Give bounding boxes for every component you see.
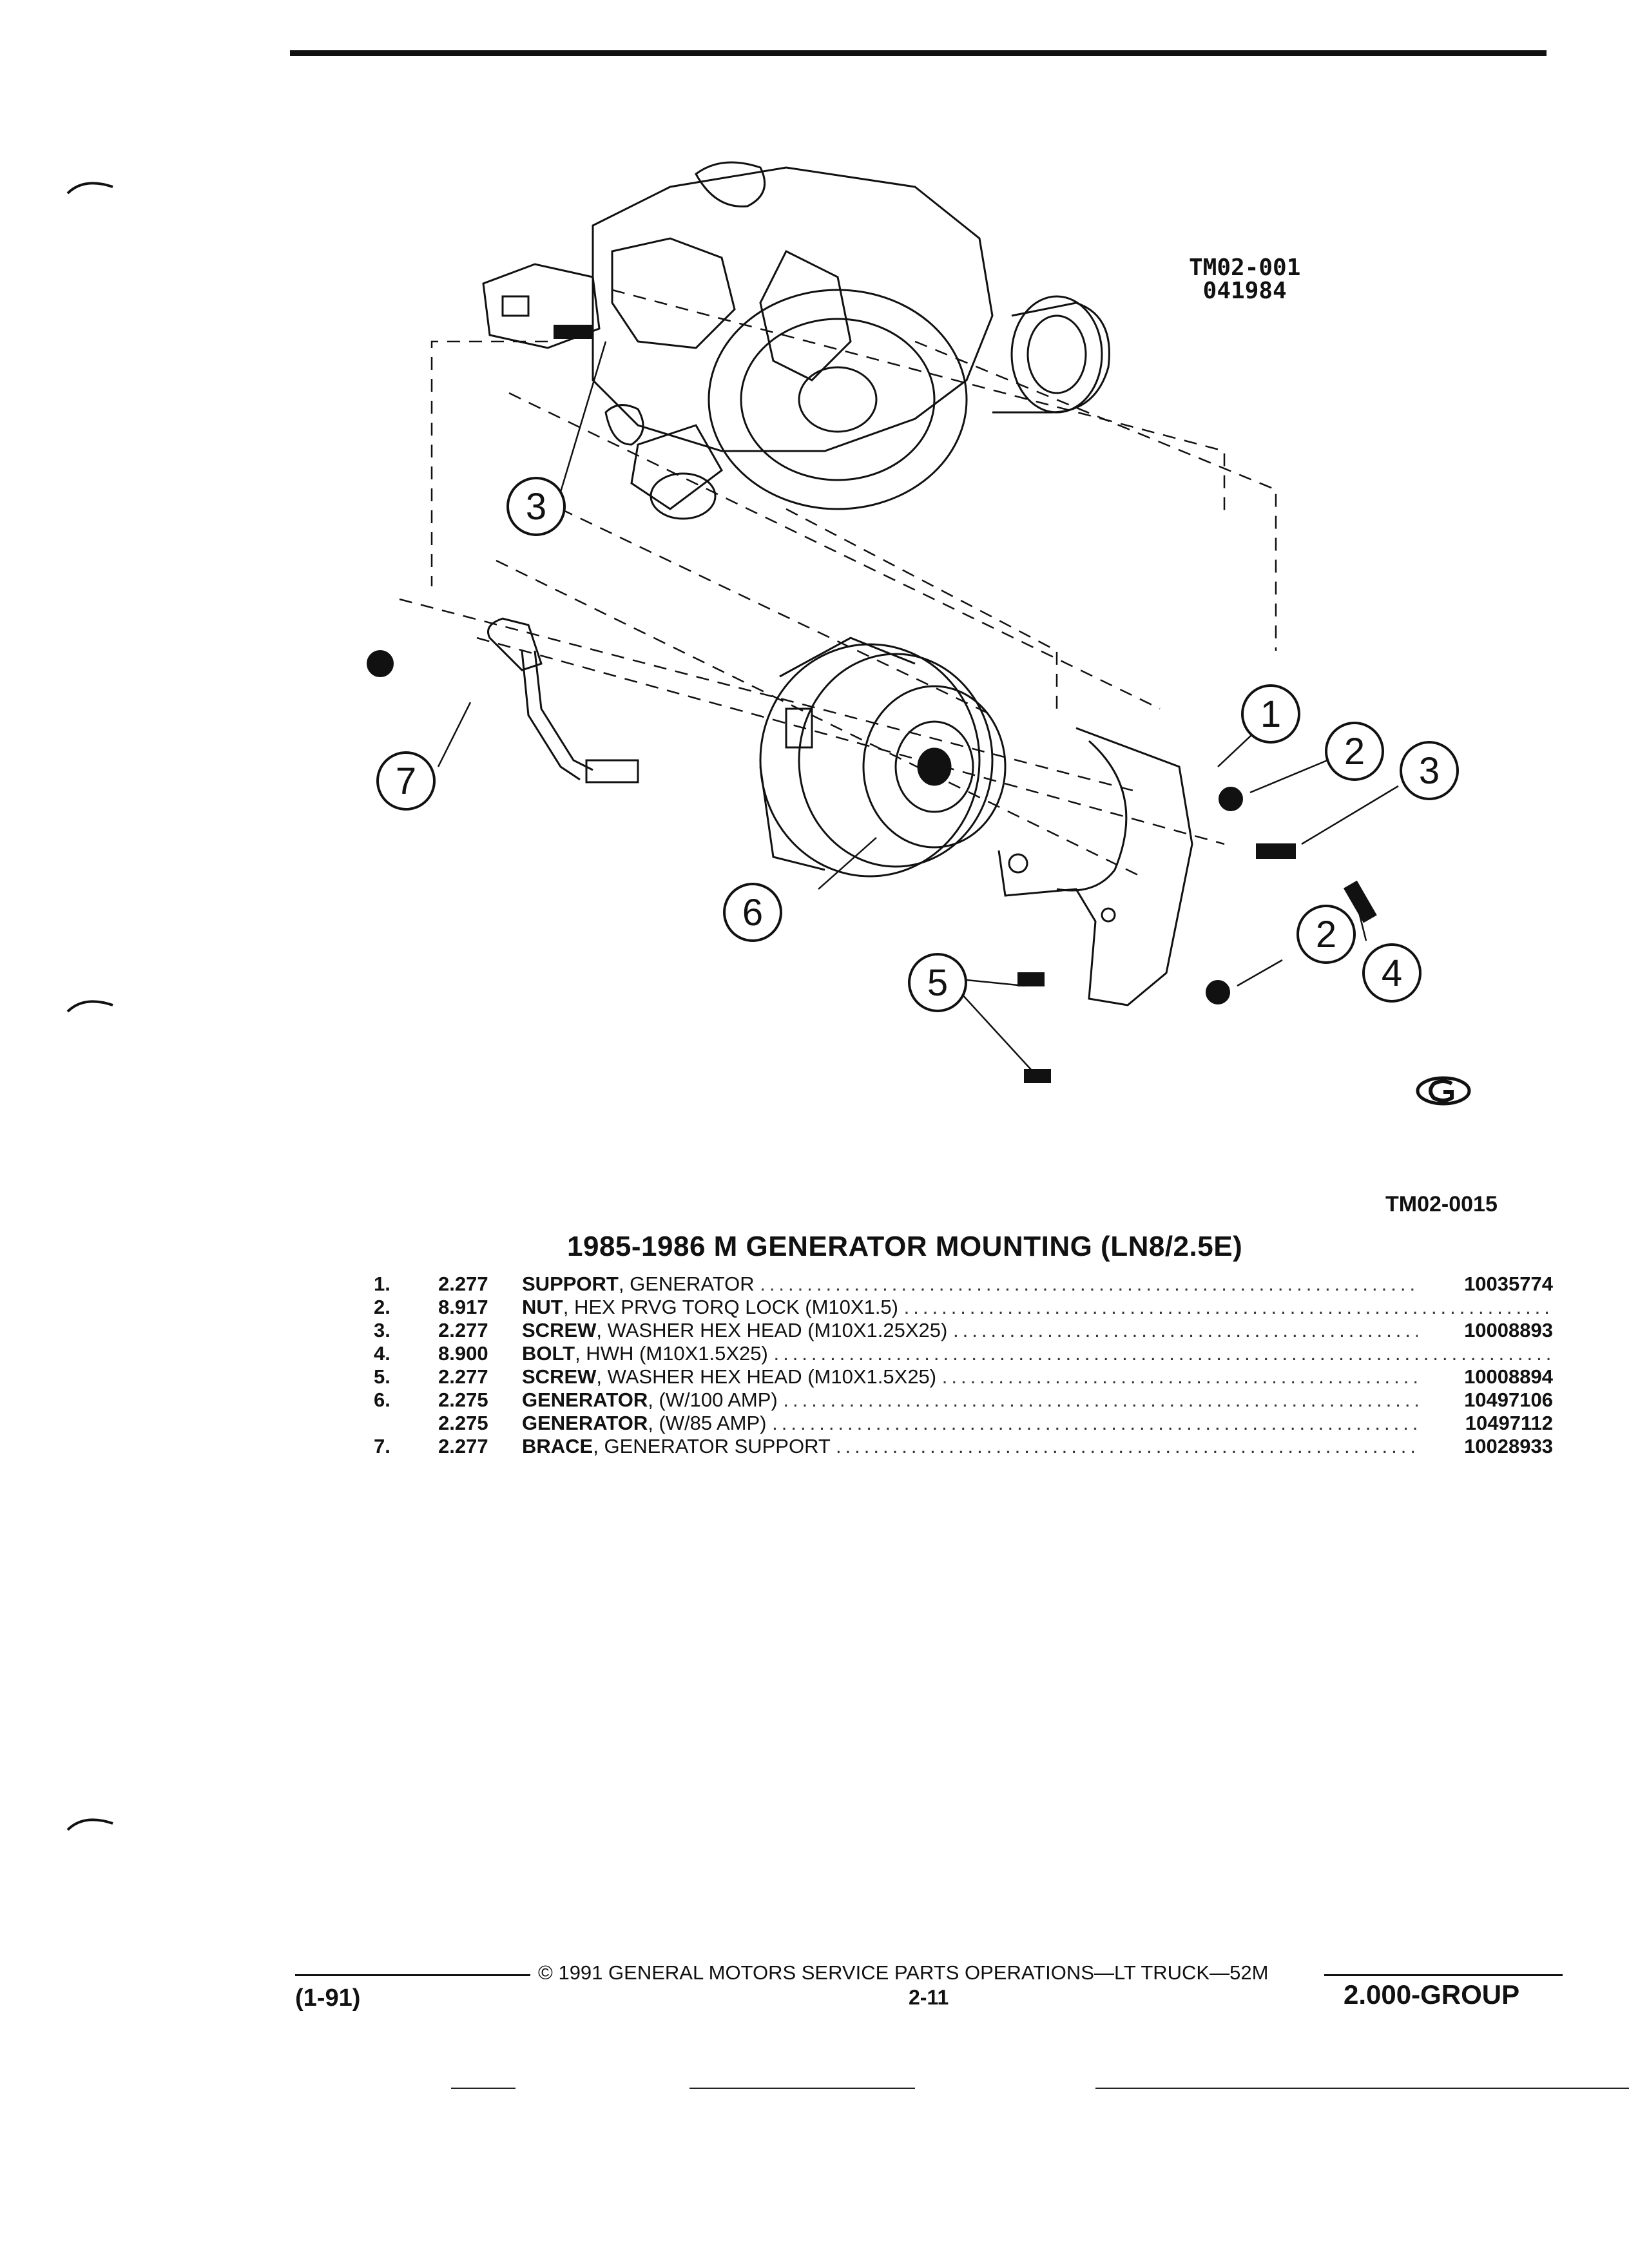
bottom-rule — [1095, 2088, 1629, 2089]
section-title: 1985-1986 M GENERATOR MOUNTING (LN8/2.5E… — [567, 1231, 1243, 1262]
exploded-view-drawing: 1 2 3 3 2 4 5 6 7 — [367, 161, 1459, 1083]
generator-part — [759, 637, 1007, 878]
screw-3-upper — [1256, 843, 1296, 859]
part-detail: , HWH (M10X1.5X25) — [575, 1342, 768, 1365]
part-detail: , HEX PRVG TORQ LOCK (M10X1.5) — [563, 1296, 898, 1318]
margin-mark — [66, 182, 113, 195]
part-detail: , WASHER HEX HEAD (M10X1.5X25) — [596, 1365, 937, 1388]
item-number: 1. — [374, 1273, 390, 1295]
part-row: 4. 8.900 BOLT, HWH (M10X1.5X25) ........… — [374, 1342, 1553, 1365]
generator-mounting-diagram: 1 2 3 3 2 4 5 6 7 — [335, 148, 1482, 1128]
part-number: 10008894 — [1418, 1365, 1553, 1389]
part-detail: , (W/100 AMP) — [648, 1389, 778, 1411]
page-number: 2-11 — [909, 1986, 949, 2009]
callout-4: 4 — [1382, 952, 1402, 994]
part-name: BOLT — [522, 1342, 575, 1365]
callout-5: 5 — [927, 962, 948, 1004]
part-row: 3. 2.277 SCREW, WASHER HEX HEAD (M10X1.2… — [374, 1319, 1553, 1342]
part-detail: , GENERATOR — [618, 1273, 755, 1295]
group-code: 2.275 — [438, 1412, 488, 1434]
part-number: 10497106 — [1418, 1389, 1553, 1412]
part-name: GENERATOR — [522, 1412, 648, 1434]
margin-mark — [66, 1000, 113, 1013]
part-description: BRACE, GENERATOR SUPPORT ...............… — [522, 1435, 1553, 1457]
part-number: 10028933 — [1418, 1435, 1553, 1458]
part-name: NUT — [522, 1296, 563, 1318]
callout-2-upper: 2 — [1344, 731, 1365, 773]
item-number: 4. — [374, 1342, 390, 1365]
screw-5-a — [1017, 972, 1045, 986]
item-number: 7. — [374, 1435, 390, 1457]
generator-brace — [487, 617, 639, 783]
item-number: 5. — [374, 1365, 390, 1388]
part-description: NUT, HEX PRVG TORQ LOCK (M10X1.5) ......… — [522, 1296, 1553, 1318]
item-number: 3. — [374, 1319, 390, 1341]
callout-3-right: 3 — [1419, 750, 1440, 792]
parts-list: 1. 2.277 SUPPORT, GENERATOR ............… — [374, 1273, 1553, 1458]
footer-rule-left — [295, 1974, 530, 1976]
part-description: GENERATOR, (W/100 AMP) .................… — [522, 1389, 1553, 1411]
bolt-4 — [1343, 880, 1377, 923]
part-name: SCREW — [522, 1319, 597, 1341]
water-pump-pulley — [708, 289, 968, 510]
part-row: 2. 8.917 NUT, HEX PRVG TORQ LOCK (M10X1.… — [374, 1296, 1553, 1319]
part-detail: , (W/85 AMP) — [648, 1412, 767, 1434]
part-row: 2.275 GENERATOR, (W/85 AMP) ............… — [374, 1412, 1553, 1435]
part-row: 1. 2.277 SUPPORT, GENERATOR ............… — [374, 1273, 1553, 1296]
part-description: BOLT, HWH (M10X1.5X25) .................… — [522, 1342, 1553, 1365]
group-code: 2.277 — [438, 1365, 488, 1388]
gm-logo-icon — [1416, 1076, 1471, 1106]
part-description: SCREW, WASHER HEX HEAD (M10X1.5X25) ....… — [522, 1365, 1553, 1388]
part-description: SCREW, WASHER HEX HEAD (M10X1.25X25) ...… — [522, 1319, 1553, 1341]
top-rule — [290, 50, 1547, 56]
diagram-ref-code-line-2: 041984 — [1202, 278, 1287, 304]
item-number: 2. — [374, 1296, 390, 1318]
callout-2-lower: 2 — [1316, 914, 1336, 956]
generator-support-bracket — [998, 727, 1193, 1006]
part-name: BRACE — [522, 1435, 593, 1457]
group-code: 8.917 — [438, 1296, 488, 1318]
bottom-rule — [689, 2088, 915, 2089]
group-label: 2.000-GROUP — [1344, 1979, 1520, 2010]
group-code: 2.277 — [438, 1319, 488, 1341]
engine-block — [592, 166, 994, 452]
footer-rule-right — [1324, 1974, 1563, 1976]
nut-2-lower — [1206, 980, 1230, 1004]
diagram-ref-code: TM02-001 041984 — [1189, 256, 1300, 303]
part-number: 10497112 — [1418, 1412, 1553, 1435]
margin-mark — [66, 1818, 113, 1831]
item-number: 6. — [374, 1389, 390, 1411]
group-code: 2.277 — [438, 1435, 488, 1457]
copyright-notice: © 1991 GENERAL MOTORS SERVICE PARTS OPER… — [538, 1961, 1269, 1984]
part-row: 5. 2.277 SCREW, WASHER HEX HEAD (M10X1.5… — [374, 1365, 1553, 1389]
part-name: SCREW — [522, 1365, 597, 1388]
part-number: 10035774 — [1418, 1273, 1553, 1296]
part-description: SUPPORT, GENERATOR .....................… — [522, 1273, 1553, 1295]
group-code: 2.275 — [438, 1389, 488, 1411]
diagram-ref-code-line-1: TM02-001 — [1189, 255, 1301, 281]
part-detail: , GENERATOR SUPPORT — [593, 1435, 831, 1457]
callout-6: 6 — [742, 892, 763, 934]
part-number: 10008893 — [1418, 1319, 1553, 1342]
nut-left — [367, 650, 394, 677]
part-row: 6. 2.275 GENERATOR, (W/100 AMP) ........… — [374, 1389, 1553, 1412]
bottom-rule — [451, 2088, 516, 2089]
part-description: GENERATOR, (W/85 AMP) ..................… — [522, 1412, 1553, 1434]
callout-3-left: 3 — [526, 486, 546, 528]
part-detail: , WASHER HEX HEAD (M10X1.25X25) — [596, 1319, 948, 1341]
group-code: 2.277 — [438, 1273, 488, 1295]
revision-date: (1-91) — [295, 1984, 361, 2012]
callout-1: 1 — [1260, 693, 1281, 735]
callout-7: 7 — [396, 760, 416, 802]
screw-5-b — [1024, 1069, 1051, 1083]
screw-3-left — [554, 325, 593, 339]
part-row: 7. 2.277 BRACE, GENERATOR SUPPORT ......… — [374, 1435, 1553, 1458]
part-name: SUPPORT — [522, 1273, 619, 1295]
nut-2-upper — [1219, 787, 1243, 811]
group-code: 8.900 — [438, 1342, 488, 1365]
part-name: GENERATOR — [522, 1389, 648, 1411]
figure-code: TM02-0015 — [1385, 1192, 1498, 1216]
